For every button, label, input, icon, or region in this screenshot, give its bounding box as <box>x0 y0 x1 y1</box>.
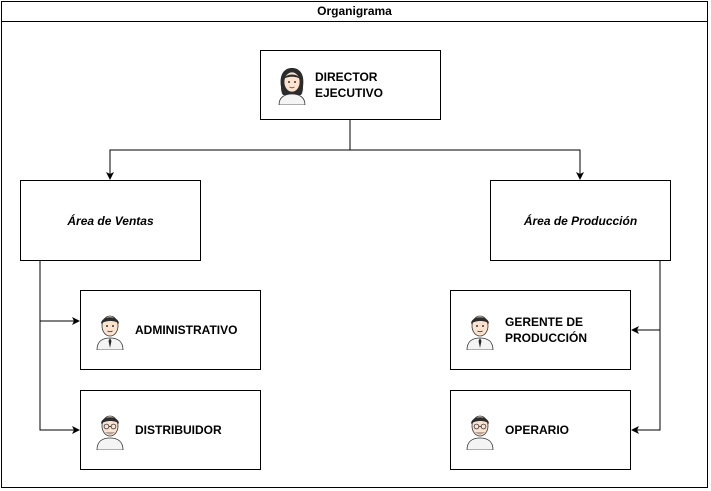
node-administrativo-label: ADMINISTRATIVO <box>135 323 238 337</box>
node-gerente-produccion-label: GERENTE DE PRODUCCIÓN <box>505 315 588 345</box>
node-administrativo[interactable]: ADMINISTRATIVO <box>80 290 261 370</box>
node-operario[interactable]: OPERARIO <box>450 390 631 470</box>
node-area-ventas[interactable]: Área de Ventas <box>20 180 201 261</box>
node-gerente-produccion[interactable]: GERENTE DE PRODUCCIÓN <box>450 290 631 370</box>
node-area-produccion[interactable]: Área de Producción <box>490 180 671 261</box>
man-tie-avatar-icon <box>96 315 124 350</box>
node-area-produccion-label: Área de Producción <box>523 213 638 228</box>
man-glasses-avatar-icon <box>96 415 124 450</box>
edge-produccion-gerente <box>631 261 661 334</box>
node-director[interactable]: DIRECTOR EJECUTIVO <box>260 50 441 120</box>
edge-ventas-distribuidor <box>39 321 80 434</box>
edge-director-produccion <box>350 149 584 180</box>
node-director-label: DIRECTOR EJECUTIVO <box>315 70 384 100</box>
man-glasses-avatar-icon <box>466 415 494 450</box>
man-tie-avatar-icon <box>466 315 494 350</box>
node-distribuidor-label: DISTRIBUIDOR <box>135 423 222 437</box>
node-operario-label: OPERARIO <box>505 423 570 437</box>
node-area-ventas-label: Área de Ventas <box>67 213 154 228</box>
edge-director-ventas <box>106 120 351 180</box>
edge-ventas-administrativo <box>39 261 80 325</box>
node-distribuidor[interactable]: DISTRIBUIDOR <box>80 390 261 470</box>
diagram-title: Organigrama <box>1 1 708 22</box>
edge-produccion-operario <box>631 330 661 434</box>
woman-avatar-icon <box>278 68 306 105</box>
